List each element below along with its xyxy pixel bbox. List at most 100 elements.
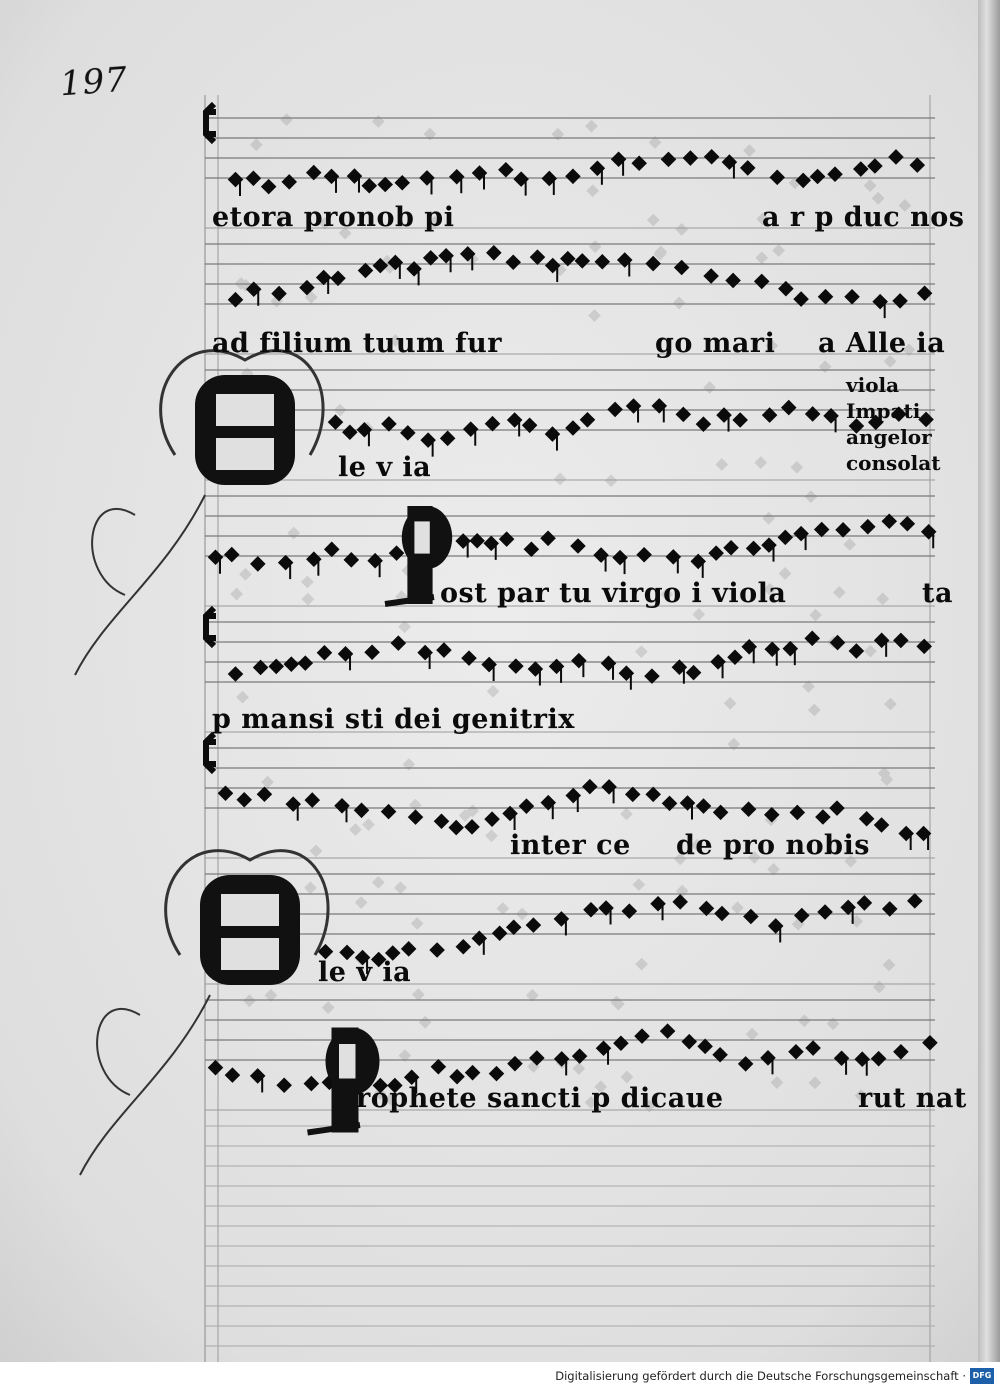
neume-punctum bbox=[682, 150, 699, 166]
neume-punctum bbox=[712, 804, 729, 821]
neume-punctum bbox=[529, 249, 546, 265]
neume-punctum bbox=[661, 795, 678, 812]
neume-punctum bbox=[817, 904, 833, 920]
neume-punctum bbox=[361, 177, 378, 194]
neume-punctum bbox=[430, 1058, 447, 1075]
neume-punctum bbox=[644, 668, 660, 684]
neume-punctum bbox=[613, 1035, 629, 1052]
neume-punctum bbox=[813, 521, 830, 538]
initial-p bbox=[307, 1027, 380, 1136]
ghost-mark bbox=[423, 127, 437, 141]
flourish-curl bbox=[159, 349, 325, 456]
neume-punctum bbox=[777, 529, 794, 546]
neume-punctum bbox=[624, 786, 641, 803]
neume-punctum bbox=[827, 166, 843, 182]
neume-punctum bbox=[621, 903, 638, 919]
neume-punctum bbox=[565, 168, 581, 185]
lyric-line-2b: go mari bbox=[655, 328, 776, 359]
neume-punctum bbox=[507, 1055, 523, 1072]
initial-foot bbox=[384, 594, 435, 607]
neume-punctum bbox=[856, 895, 873, 911]
flourish-tendril bbox=[79, 994, 211, 1176]
neume-punctum bbox=[372, 1077, 389, 1094]
neume-punctum bbox=[634, 1028, 650, 1044]
c-clef-icon bbox=[203, 101, 217, 145]
neume-punctum bbox=[708, 545, 724, 561]
initial-p bbox=[384, 506, 453, 607]
neume-punctum bbox=[540, 530, 556, 547]
neume-punctum bbox=[449, 1068, 465, 1085]
neume-punctum bbox=[659, 1023, 676, 1039]
neume-punctum bbox=[737, 1056, 754, 1072]
neume-punctum bbox=[763, 806, 780, 823]
lyric-line-3: le v ia bbox=[338, 452, 432, 483]
neume-punctum bbox=[224, 1067, 241, 1083]
funding-credit: Digitalisierung gefördert durch die Deut… bbox=[555, 1369, 966, 1383]
neume-punctum bbox=[848, 643, 865, 659]
neume-punctum bbox=[260, 178, 277, 195]
neume-punctum bbox=[793, 907, 810, 924]
neume-punctum bbox=[888, 149, 904, 165]
initial-panel bbox=[214, 436, 276, 472]
neume-punctum bbox=[909, 157, 926, 173]
ghost-mark bbox=[428, 215, 441, 229]
neume-punctum bbox=[835, 522, 851, 538]
neume-punctum bbox=[571, 1048, 588, 1064]
initial-foot bbox=[307, 1122, 361, 1136]
neume-punctum bbox=[795, 172, 811, 189]
neume-punctum bbox=[498, 161, 514, 178]
lyric-line-6a: inter ce bbox=[510, 830, 631, 861]
margin-note-line: Impati bbox=[846, 399, 921, 423]
neume-punctum bbox=[245, 170, 262, 187]
neume-punctum bbox=[809, 168, 826, 185]
ghost-mark bbox=[389, 334, 402, 347]
neume-punctum bbox=[922, 1034, 938, 1051]
neume-punctum bbox=[727, 649, 743, 666]
margin-note-line: angelor bbox=[846, 425, 932, 449]
neume-punctum bbox=[804, 630, 821, 647]
neume-punctum bbox=[873, 817, 890, 833]
neume-punctum bbox=[464, 1064, 481, 1081]
lyric-line-6b: de pro nobis bbox=[676, 830, 870, 861]
neume-punctum bbox=[583, 901, 599, 918]
neume-punctum bbox=[488, 1065, 505, 1082]
neume-punctum bbox=[305, 164, 322, 181]
neume-punctum bbox=[714, 905, 730, 922]
dfg-logo-icon: DFG bbox=[970, 1368, 994, 1384]
initial-panel bbox=[339, 1044, 356, 1079]
neume-punctum bbox=[769, 169, 786, 186]
neume-punctum bbox=[829, 800, 845, 816]
neume-punctum bbox=[788, 1043, 804, 1060]
neume-punctum bbox=[695, 798, 712, 814]
ghost-mark bbox=[280, 113, 293, 126]
neume-punctum bbox=[223, 546, 240, 563]
neume-punctum bbox=[698, 900, 715, 917]
initial-panel bbox=[219, 892, 281, 928]
lyric-line-5: p mansi sti dei genitrix bbox=[212, 704, 575, 735]
lyric-line-4b: ta bbox=[922, 578, 953, 609]
neume-punctum bbox=[394, 174, 411, 191]
neume-punctum bbox=[631, 155, 647, 172]
neume-punctum bbox=[645, 786, 661, 803]
neume-punctum bbox=[829, 634, 846, 651]
neume-punctum bbox=[789, 804, 806, 821]
lyric-line-2c: a Alle ia bbox=[818, 328, 946, 359]
neume-punctum bbox=[697, 1038, 713, 1055]
margin-note-line: viola bbox=[846, 373, 900, 397]
lyric-line-7: le v ia bbox=[318, 957, 412, 988]
neume-punctum bbox=[377, 176, 393, 193]
neume-punctum bbox=[745, 540, 762, 557]
lyric-line-4a: ost par tu virgo i viola bbox=[440, 578, 787, 609]
initial-a bbox=[79, 849, 330, 1176]
neume-punctum bbox=[881, 513, 898, 529]
margin-note: viola Impati angelor consolat bbox=[846, 372, 940, 476]
neume-punctum bbox=[858, 810, 875, 827]
neume-punctum bbox=[681, 1033, 698, 1050]
neume-punctum bbox=[815, 809, 831, 825]
c-clef-icon bbox=[203, 731, 217, 775]
ghost-mark bbox=[275, 210, 288, 224]
neume-punctum bbox=[853, 161, 869, 177]
neume-punctum bbox=[227, 291, 244, 308]
